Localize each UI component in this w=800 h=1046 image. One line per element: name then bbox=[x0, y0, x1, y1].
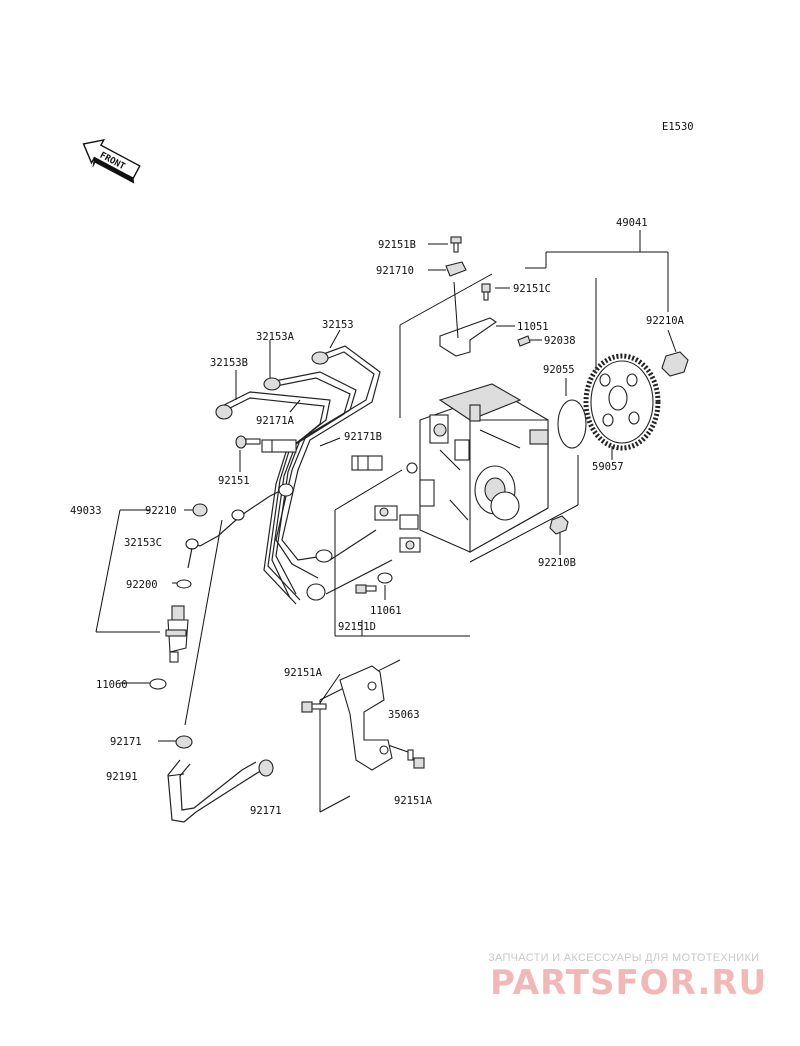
label-92171-bottom: 92171 bbox=[250, 805, 282, 817]
bracket-35063 bbox=[339, 665, 393, 771]
bracket-11051 bbox=[439, 281, 497, 357]
label-32153: 32153 bbox=[322, 319, 354, 331]
nut-92210A bbox=[661, 351, 689, 377]
label-92171B: 92171B bbox=[344, 431, 382, 443]
gear-59057 bbox=[583, 353, 661, 451]
bolt-92151 bbox=[235, 435, 261, 449]
nut-92210B bbox=[549, 515, 569, 535]
label-92171-left: 92171 bbox=[110, 736, 142, 748]
washer-11060 bbox=[149, 678, 167, 690]
nut-92210 bbox=[192, 503, 208, 517]
label-92151A-top: 92151A bbox=[284, 667, 323, 679]
label-35063: 35063 bbox=[388, 709, 420, 721]
label-11051: 11051 bbox=[517, 321, 549, 333]
label-92151D: 92151D bbox=[338, 621, 376, 633]
bolt-92151C bbox=[481, 283, 491, 301]
oring-92055 bbox=[557, 399, 587, 449]
label-92151B: 92151B bbox=[378, 239, 416, 251]
label-92210A: 92210A bbox=[646, 315, 685, 327]
watermark-tagline: ЗАПЧАСТИ И АКСЕССУАРЫ ДЛЯ МОТОТЕХНИКИ bbox=[488, 952, 759, 964]
label-92210B: 92210B bbox=[538, 557, 576, 569]
washer-11061 bbox=[377, 572, 393, 584]
nozzle-49033 bbox=[165, 605, 189, 663]
label-92055: 92055 bbox=[543, 364, 575, 376]
label-92210: 92210 bbox=[145, 505, 177, 517]
watermark-brand: PARTSFOR.RU bbox=[490, 963, 767, 1003]
fuel-injection-pipes bbox=[215, 345, 393, 605]
label-92151C: 92151C bbox=[513, 283, 551, 295]
leader-lines bbox=[95, 230, 677, 813]
clip-921710 bbox=[445, 261, 467, 277]
label-92038: 92038 bbox=[544, 335, 576, 347]
label-32153B: 32153B bbox=[210, 357, 248, 369]
watermark: ЗАПЧАСТИ И АКСЕССУАРЫ ДЛЯ МОТОТЕХНИКИ PA… bbox=[488, 952, 767, 1003]
label-32153A: 32153A bbox=[256, 331, 295, 343]
leakoff-pipe-32153C bbox=[185, 483, 294, 569]
label-11060: 11060 bbox=[96, 679, 128, 691]
label-49041: 49041 bbox=[616, 217, 648, 229]
clamp-92171B bbox=[351, 455, 383, 471]
label-921710: 921710 bbox=[376, 265, 414, 277]
bolt-92151A-bottom bbox=[407, 749, 425, 769]
bolt-92151B bbox=[450, 236, 462, 253]
part-labels: 49041 92151B 921710 92151C 11051 92038 9… bbox=[70, 217, 685, 817]
hose-92191 bbox=[167, 735, 274, 823]
label-59057: 59057 bbox=[592, 461, 624, 473]
label-92191: 92191 bbox=[106, 771, 138, 783]
key-92038 bbox=[517, 335, 531, 347]
clamp-92171A bbox=[261, 439, 297, 453]
label-92171A: 92171A bbox=[256, 415, 295, 427]
label-92151A-bottom: 92151A bbox=[394, 795, 433, 807]
diagram-code: E1530 bbox=[662, 121, 694, 133]
label-92151: 92151 bbox=[218, 475, 250, 487]
label-32153C: 32153C bbox=[124, 537, 162, 549]
bolt-92151A-top bbox=[301, 701, 327, 713]
label-49033: 49033 bbox=[70, 505, 102, 517]
bolt-92151D bbox=[355, 584, 377, 594]
washer-92200 bbox=[176, 579, 192, 589]
injection-pump-body bbox=[374, 383, 549, 553]
label-92200: 92200 bbox=[126, 579, 158, 591]
label-11061: 11061 bbox=[370, 605, 402, 617]
front-arrow-icon: FRONT bbox=[82, 138, 141, 184]
